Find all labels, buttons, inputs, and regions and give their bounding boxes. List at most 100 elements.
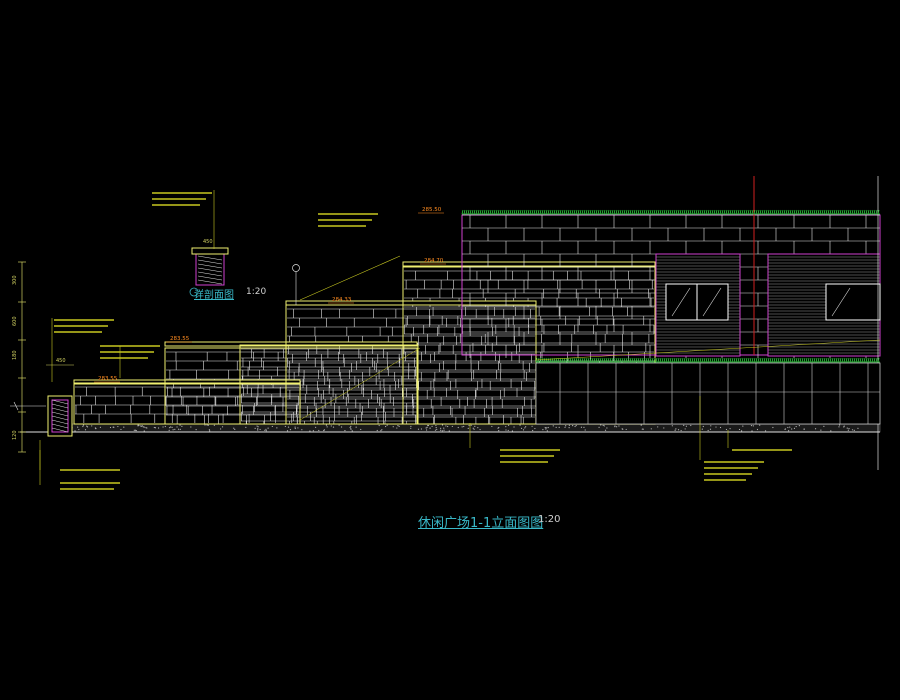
grass-blade <box>541 357 544 363</box>
grass-blade <box>583 209 586 215</box>
grass-blade <box>843 209 846 215</box>
grass-blade <box>579 357 582 363</box>
grass-blade <box>819 209 822 215</box>
grass-blade <box>529 209 532 215</box>
ground-speckle <box>474 425 476 428</box>
grass-blade <box>509 209 512 215</box>
ground-speckle <box>583 426 585 428</box>
grass-blade <box>649 209 652 215</box>
grass-blade <box>825 209 828 215</box>
ground-speckle <box>287 426 290 428</box>
window-glint <box>702 287 722 317</box>
grass-blade <box>699 209 702 215</box>
grass-blade <box>805 357 808 363</box>
ground-speckle <box>558 426 560 429</box>
ground-speckle <box>351 430 353 432</box>
ground-speckle <box>568 426 570 429</box>
grass-blade <box>557 209 560 215</box>
grass-blade <box>513 209 516 215</box>
detail-hatch <box>197 263 223 269</box>
grass-blade <box>789 357 792 363</box>
ground-speckle <box>417 428 420 430</box>
ground-speckle <box>234 428 236 430</box>
grass-blade <box>583 357 586 363</box>
ground-speckle <box>738 428 741 431</box>
grass-blade <box>483 209 486 215</box>
grass-blade <box>607 209 610 215</box>
grass-blade <box>729 357 732 363</box>
ground-speckle <box>789 426 791 428</box>
level-marker <box>13 401 19 411</box>
grass-blade <box>809 209 812 215</box>
grass-blade <box>751 209 754 215</box>
elevation-label: 283.55 <box>170 336 190 342</box>
grass-blade <box>757 209 760 215</box>
ground-speckle <box>219 428 222 430</box>
grass-blade <box>527 209 530 215</box>
ground-speckle <box>117 425 119 428</box>
ground-speckle <box>284 425 286 428</box>
ground-speckle <box>396 427 398 429</box>
ground-speckle <box>221 426 224 428</box>
grass-blade <box>863 209 866 215</box>
grass-blade <box>781 209 784 215</box>
ground-speckle <box>410 427 412 429</box>
grass-blade <box>605 209 608 215</box>
ground-speckle <box>349 426 351 429</box>
ground-speckle <box>614 426 616 428</box>
detail-hatch <box>197 279 223 285</box>
grass-blade <box>695 357 698 363</box>
grass-blade <box>489 209 492 215</box>
ground-speckle <box>756 428 759 431</box>
grass-blade <box>601 357 604 363</box>
grass-blade <box>773 209 776 215</box>
ground-speckle <box>133 429 135 431</box>
ground-speckle <box>257 428 259 430</box>
ground-speckle <box>725 428 728 431</box>
ground-speckle <box>641 428 643 430</box>
grass-blade <box>493 209 496 215</box>
ground-speckle <box>542 429 544 431</box>
grass-blade <box>793 357 796 363</box>
grass-blade <box>639 357 642 363</box>
grass-blade <box>687 357 690 363</box>
grass-blade <box>745 209 748 215</box>
ground-speckle <box>323 429 325 432</box>
grass-blade <box>647 209 650 215</box>
grass-blade <box>733 209 736 215</box>
grass-blade <box>719 357 722 363</box>
ground-speckle <box>264 429 266 431</box>
grass-blade <box>819 357 822 363</box>
grass-blade <box>543 357 546 363</box>
grass-blade <box>797 357 800 363</box>
grass-blade <box>693 209 696 215</box>
grass-blade <box>737 209 740 215</box>
grass-blade <box>653 357 656 363</box>
ground-speckle <box>312 430 314 432</box>
ground-speckle <box>477 427 479 429</box>
grass-blade <box>581 357 584 363</box>
grass-blade <box>471 209 474 215</box>
ground-speckle <box>707 429 709 432</box>
grass-blade <box>521 209 524 215</box>
grass-blade <box>633 209 636 215</box>
ground-speckle <box>846 427 848 429</box>
grass-blade <box>575 209 578 215</box>
grass-blade <box>579 209 582 215</box>
ground-speckle <box>600 424 602 426</box>
ground-speckle <box>642 428 644 430</box>
ground-speckle <box>545 428 547 430</box>
grass-blade <box>723 357 726 363</box>
ground-speckle <box>838 426 840 428</box>
grass-blade <box>725 357 728 363</box>
grass-blade <box>615 357 618 363</box>
building-layer <box>461 176 881 470</box>
grass-blade <box>671 209 674 215</box>
grass-blade <box>777 357 780 363</box>
grass-blade <box>677 209 680 215</box>
ground-speckle <box>853 429 855 431</box>
grass-blade <box>873 357 876 363</box>
grass-blade <box>807 209 810 215</box>
ground-speckle <box>289 428 292 431</box>
grass-blade <box>765 357 768 363</box>
